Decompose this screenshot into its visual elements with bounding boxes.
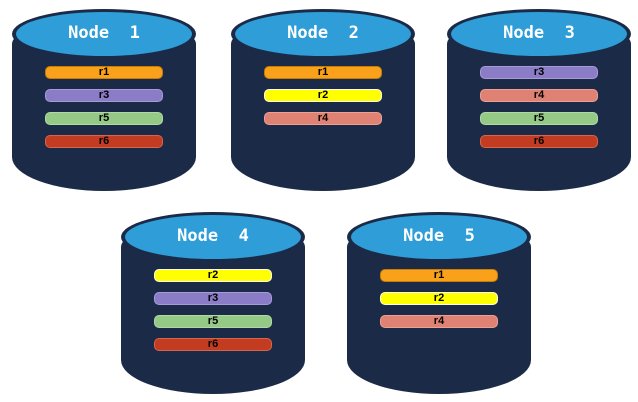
- replica-bar-r1: r1: [380, 269, 498, 282]
- cylinder-top: [451, 12, 627, 56]
- replica-bar-r1: r1: [45, 66, 163, 79]
- replica-list: r2 r3 r5 r6: [154, 269, 272, 351]
- node-title: Node 2: [287, 23, 359, 43]
- replica-bar-r6: r6: [45, 135, 163, 148]
- replica-bar-r6: r6: [480, 135, 598, 148]
- replica-bar-r3: r3: [154, 292, 272, 305]
- replica-bar-r1: r1: [264, 66, 382, 79]
- replica-bar-r2: r2: [380, 292, 498, 305]
- cylinder-top: [16, 12, 192, 56]
- node-title: Node 3: [503, 23, 575, 43]
- cylinder-top: [125, 215, 301, 259]
- node-title: Node 1: [68, 23, 140, 43]
- replica-bar-r3: r3: [45, 89, 163, 102]
- replica-bar-r2: r2: [154, 269, 272, 282]
- replica-list: r3 r4 r5 r6: [480, 66, 598, 148]
- db-node-5: Node 5 r1 r2 r4: [347, 212, 531, 394]
- replica-bar-r6: r6: [154, 338, 272, 351]
- replica-bar-r2: r2: [264, 89, 382, 102]
- replica-list: r1 r2 r4: [264, 66, 382, 125]
- db-node-2: Node 2 r1 r2 r4: [231, 9, 415, 191]
- replica-list: r1 r3 r5 r6: [45, 66, 163, 148]
- replica-bar-r5: r5: [45, 112, 163, 125]
- node-title: Node 5: [403, 226, 475, 246]
- replica-bar-r4: r4: [480, 89, 598, 102]
- replica-bar-r5: r5: [154, 315, 272, 328]
- replica-bar-r4: r4: [380, 315, 498, 328]
- db-node-3: Node 3 r3 r4 r5 r6: [447, 9, 631, 191]
- cylinder-top: [235, 12, 411, 56]
- cylinder-top: [351, 215, 527, 259]
- replica-bar-r5: r5: [480, 112, 598, 125]
- replica-list: r1 r2 r4: [380, 269, 498, 328]
- db-node-4: Node 4 r2 r3 r5 r6: [121, 212, 305, 394]
- db-node-1: Node 1 r1 r3 r5 r6: [12, 9, 196, 191]
- node-title: Node 4: [177, 226, 249, 246]
- replica-bar-r3: r3: [480, 66, 598, 79]
- replica-bar-r4: r4: [264, 112, 382, 125]
